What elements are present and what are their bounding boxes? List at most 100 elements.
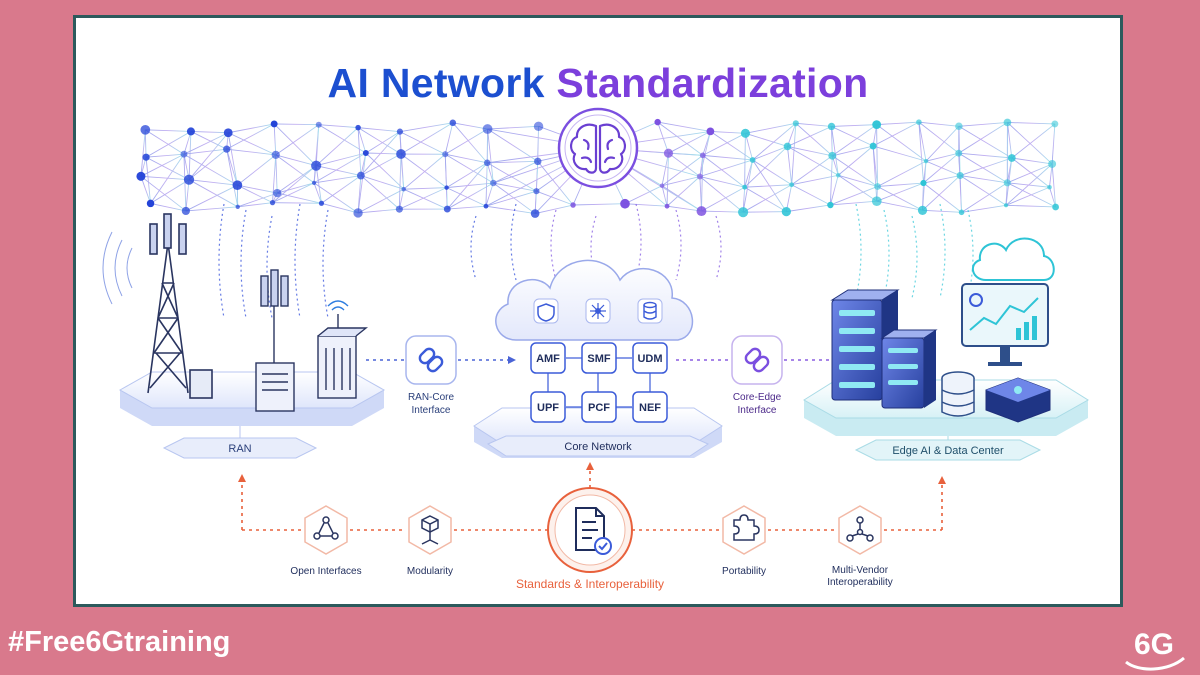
mesh-link (744, 159, 754, 188)
mesh-link (183, 153, 238, 186)
mesh-link (145, 156, 190, 181)
mesh-link (400, 153, 447, 188)
mesh-link (485, 190, 537, 207)
open-interfaces-node (304, 505, 348, 555)
mesh-link (365, 152, 405, 190)
mesh-link (493, 182, 537, 192)
mesh-link (710, 130, 746, 134)
mesh-node (1003, 118, 1012, 127)
mesh-link (925, 160, 961, 176)
mesh-node (872, 120, 882, 130)
mesh-link (661, 185, 668, 207)
mesh-link (666, 205, 702, 212)
mesh-link (1005, 163, 1053, 206)
mesh-link (831, 126, 874, 147)
mesh-link (145, 129, 191, 132)
core-function-label: NEF (639, 402, 661, 414)
mesh-link (272, 165, 317, 203)
mesh-link (237, 154, 277, 186)
mesh-link (838, 174, 878, 187)
mesh-link (1051, 163, 1057, 208)
ran-label: RAN (228, 443, 251, 455)
standards-hub (547, 487, 633, 573)
mesh-node (232, 180, 243, 191)
mesh-link (446, 187, 448, 210)
mesh-link (313, 152, 367, 184)
mesh-link (961, 182, 1008, 213)
mesh-link (744, 184, 792, 188)
mesh-link (876, 200, 923, 211)
mesh-drop-line (855, 203, 862, 299)
hashtag-footer: #Free6Gtraining (8, 626, 231, 658)
mesh-node (955, 122, 963, 131)
mesh-link (830, 200, 877, 206)
mesh-link (446, 182, 494, 189)
mesh-node (917, 205, 928, 215)
mesh-link (228, 132, 276, 156)
mesh-link (918, 122, 927, 162)
mesh-drop-line (911, 215, 918, 299)
mesh-node (183, 174, 195, 185)
network-node-icon (585, 298, 611, 324)
mesh-link (485, 162, 488, 207)
mesh-link (791, 174, 839, 186)
mesh-node (395, 205, 403, 213)
mesh-link (699, 176, 745, 188)
mesh-link (183, 132, 229, 155)
mesh-link (150, 179, 190, 204)
database-icon (941, 371, 975, 417)
mesh-link (237, 184, 278, 194)
mesh-link (140, 175, 187, 212)
mesh-link (1005, 204, 1056, 208)
mesh-link (403, 153, 446, 190)
mesh-link (657, 121, 704, 156)
mesh-node (355, 124, 361, 131)
mesh-node (146, 199, 155, 208)
mesh-link (365, 131, 401, 154)
mesh-link (140, 129, 146, 177)
mesh-drop-line (470, 215, 477, 281)
mesh-node (869, 142, 877, 150)
mesh-link (360, 175, 404, 190)
core-edge-label-1: Core-Edge (733, 392, 782, 403)
mesh-link (486, 162, 494, 184)
mesh-link (399, 122, 453, 133)
mesh-link (668, 152, 701, 177)
mesh-link (145, 131, 192, 158)
mesh-link (445, 153, 494, 184)
mesh-link (666, 176, 701, 207)
mesh-drop-line (675, 209, 682, 281)
mesh-link (958, 122, 1008, 127)
mesh-link (795, 122, 832, 127)
core-function-smf: SMF (581, 342, 617, 374)
mesh-link (321, 202, 359, 214)
mesh-link (918, 121, 960, 154)
mesh-node (353, 208, 363, 218)
mesh-link (313, 182, 359, 214)
mesh-link (787, 126, 832, 147)
mesh-link (699, 176, 702, 212)
mesh-node (664, 203, 670, 209)
mesh-link (365, 152, 401, 155)
open-interfaces-label: Open Interfaces (290, 566, 361, 577)
mesh-link (400, 154, 405, 190)
mesh-link (150, 202, 186, 212)
mesh-link (877, 160, 927, 187)
mesh-link (661, 155, 704, 187)
radio-wave-icon (102, 231, 133, 305)
mesh-link (925, 125, 960, 162)
mesh-node (789, 182, 795, 188)
mesh-link (272, 182, 315, 204)
title-part-1: AI Network (327, 60, 545, 106)
link-icon (418, 347, 444, 373)
edge-label: Edge AI & Data Center (892, 445, 1004, 457)
mesh-link (876, 121, 919, 126)
mesh-link (487, 125, 539, 130)
mesh-link (140, 176, 151, 204)
mesh-link (830, 186, 878, 206)
mesh-node (738, 207, 749, 218)
mesh-link (277, 192, 322, 204)
mesh-link (358, 127, 400, 133)
mesh-link (315, 127, 359, 167)
mesh-node (311, 160, 322, 171)
